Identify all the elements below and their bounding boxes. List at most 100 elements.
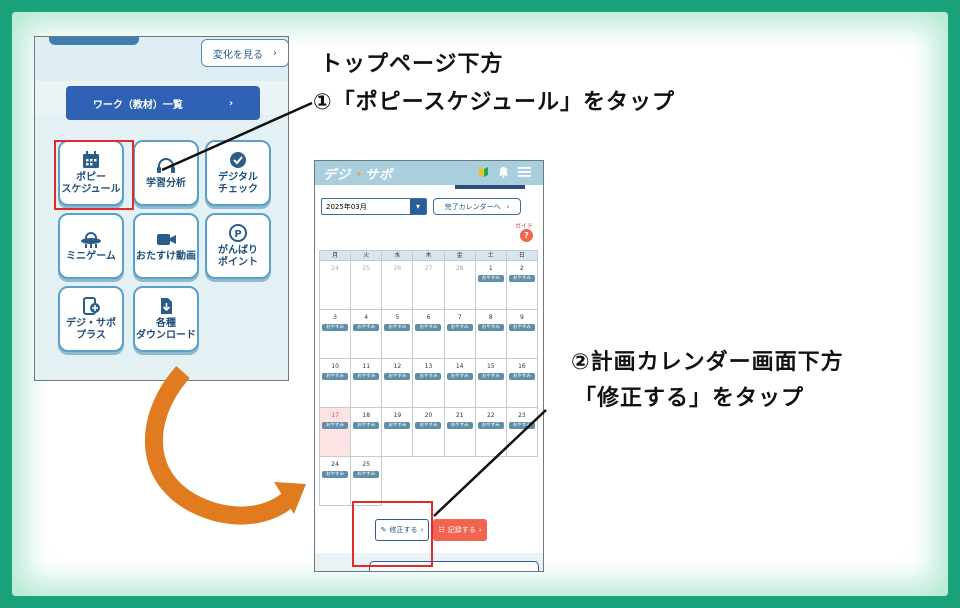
month-select[interactable]: 2025年03月 ▾ [321,198,427,215]
calendar-day-cell[interactable]: 27 [413,261,445,310]
tile-downloads[interactable]: 各種 ダウンロード [133,286,199,352]
fix-button[interactable]: ✎ 修正する › [375,519,429,541]
app-logo: デジ・サポ [323,164,393,183]
day-number: 5 [395,314,400,321]
calendar-day-cell[interactable]: 24 [320,261,352,310]
done-calendar-button[interactable]: 完了カレンダーへ › [433,198,521,215]
help-icon[interactable]: ? [520,229,533,242]
calendar-day-cell[interactable]: 26 [382,261,414,310]
rest-badge: おやすみ [415,373,442,380]
weekday-header: 日 [506,251,538,261]
day-number: 24 [331,461,339,468]
weekday-header: 木 [413,251,445,261]
record-button-label: 記録する [447,526,476,534]
rest-badge: おやすみ [322,373,349,380]
rest-badge: おやすみ [508,373,535,380]
logo-text-tail: サポ [365,168,394,183]
calendar-icon [83,150,99,168]
tile-label: 各種 ダウンロード [136,317,196,341]
beginner-mark-icon[interactable] [478,166,489,178]
day-number: 28 [455,265,464,272]
rest-badge: おやすみ [353,324,380,331]
tile-label: デジ・サポ プラス [66,317,116,341]
hamburger-menu-icon[interactable] [518,166,531,178]
tile-learning-analysis[interactable]: 学習分析 [133,140,199,206]
calendar-day-cell[interactable]: 25 [351,261,383,310]
rest-badge: おやすみ [446,324,473,331]
annotation-step2-instruction: 「修正する」をタップ [574,386,805,411]
rest-badge: おやすみ [353,373,380,380]
svg-text:P: P [234,229,241,240]
rest-badge: おやすみ [384,373,411,380]
change-button[interactable]: 変化を見る › [201,39,288,67]
rest-badge: おやすみ [353,422,380,429]
rest-badge: おやすみ [477,324,504,331]
bell-icon[interactable] [498,166,509,178]
calendar-day-cell[interactable]: 19 おやすみ [382,408,414,457]
chevron-right-icon: › [478,526,482,534]
tile-digital-check[interactable]: デジタル チェック [205,140,271,206]
day-number: 22 [486,412,495,419]
record-button[interactable]: ☷ 記録する › [433,519,487,541]
header-icons [478,166,531,178]
calendar-day-cell[interactable]: 28 [444,261,476,310]
guide-label: ガイド [515,223,534,230]
rest-badge: おやすみ [508,275,535,282]
rest-badge: おやすみ [384,422,411,429]
rest-badge: おやすみ [415,324,442,331]
tile-poppy-schedule[interactable]: ポピー スケジュール [58,140,124,206]
calendar-day-cell[interactable]: 6 おやすみ [413,310,445,359]
tile-digisapo-plus[interactable]: デジ・サポ プラス [58,286,124,352]
change-button-label: 変化を見る [213,49,263,61]
day-number: 19 [393,412,402,419]
tile-mini-game[interactable]: ミニゲーム [58,213,124,279]
calendar-day-cell[interactable]: 13 おやすみ [413,359,445,408]
calendar-day-cell[interactable]: 24 おやすみ [320,457,352,506]
weekday-header: 金 [444,251,476,261]
highlight-box-schedule [54,140,134,210]
day-number: 15 [486,363,495,370]
tile-help-video[interactable]: おたすけ動画 [133,213,199,279]
weekday-header: 火 [351,251,383,261]
calendar-day-cell[interactable]: 3 おやすみ [320,310,352,359]
day-number: 23 [518,412,526,419]
rest-badge: おやすみ [322,324,349,331]
rest-badge: おやすみ [415,422,442,429]
day-number: 3 [333,314,337,321]
tile-label: デジタル チェック [218,171,258,195]
work-list-button-label: ワーク（教材）一覧 [92,99,183,111]
day-number: 6 [426,314,431,321]
annotation-step2-title: ②計画カレンダー画面下方 [571,350,844,375]
chevron-right-icon: › [273,47,277,59]
active-tab-indicator [455,185,525,189]
work-list-button[interactable]: ワーク（教材）一覧 › [66,86,260,120]
done-calendar-button-label: 完了カレンダーへ [444,202,501,211]
logo-dot: ・ [351,168,366,183]
rest-badge: おやすみ [322,471,349,478]
pointer-line-step1 [161,101,313,172]
day-number: 13 [424,363,433,370]
tile-effort-points[interactable]: P がんばり ポイント [205,213,271,279]
tile-label: おたすけ動画 [136,250,196,262]
